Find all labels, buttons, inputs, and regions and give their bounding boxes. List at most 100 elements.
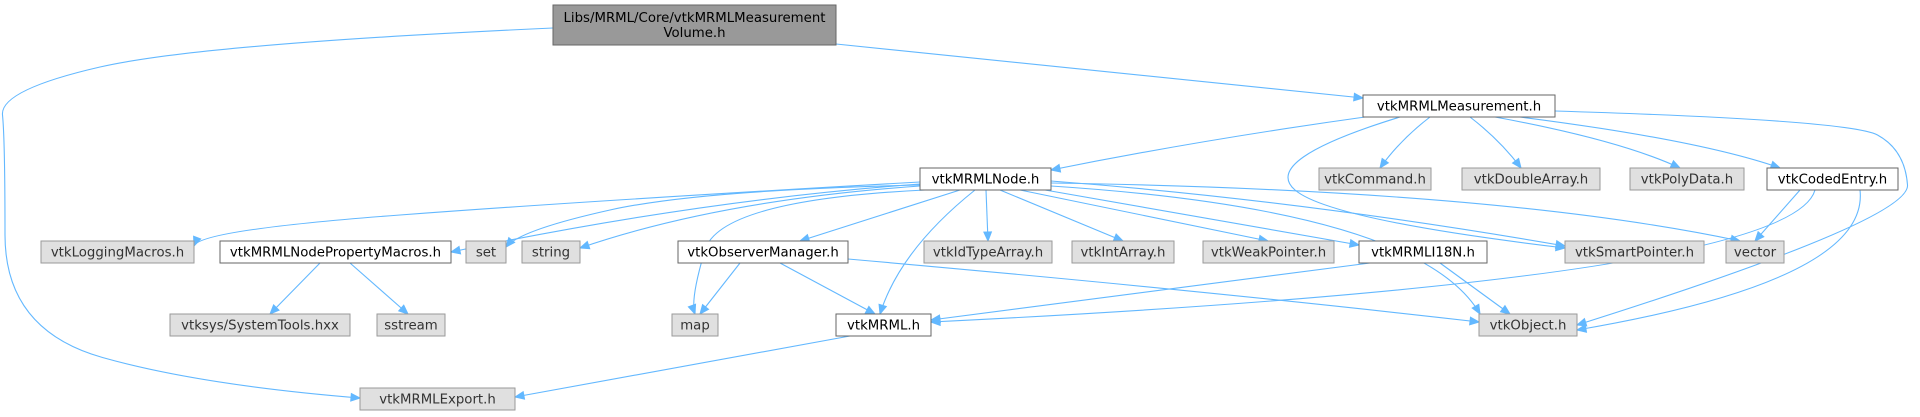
edge-measurement-to-command <box>1379 116 1431 170</box>
node-doublearray: vtkDoubleArray.h <box>1461 167 1601 191</box>
node-codedentry[interactable]: vtkCodedEntry.h <box>1766 167 1899 191</box>
edge-measurement-to-node <box>1049 116 1366 173</box>
node-label[interactable]: vtkMRMLNode.h <box>932 173 1040 188</box>
node-mrml[interactable]: vtkMRML.h <box>835 313 932 337</box>
node-box[interactable] <box>1362 94 1556 118</box>
edge-root-to-mrmlexport <box>1 27 554 402</box>
node-map: map <box>671 313 719 337</box>
node-i18n[interactable]: vtkMRMLI18N.h <box>1358 240 1488 264</box>
node-label[interactable]: vtkMRMLNodePropertyMacros.h <box>230 246 441 261</box>
node-box <box>169 313 351 337</box>
edge-node-to-idtypearray <box>983 189 993 243</box>
node-label[interactable]: vtkCodedEntry.h <box>1778 173 1887 188</box>
node-idtypearray: vtkIdTypeArray.h <box>923 240 1053 264</box>
node-set: set <box>465 240 507 264</box>
edge-node-to-vector <box>1050 182 1742 244</box>
node-box[interactable] <box>1766 167 1899 191</box>
node-weakpointer: vtkWeakPointer.h <box>1202 240 1335 264</box>
node-propertymacros[interactable]: vtkMRMLNodePropertyMacros.h <box>219 240 452 264</box>
edge-measurement-to-polydata <box>1494 116 1682 169</box>
edge-measurement-to-doublearray <box>1469 116 1522 170</box>
node-object: vtkObject.h <box>1478 313 1578 337</box>
edge-arrowhead <box>1471 303 1481 316</box>
node-label[interactable]: Volume.h <box>663 26 725 41</box>
edge-node-to-string <box>578 185 921 250</box>
node-box <box>671 313 719 337</box>
node-box <box>521 240 581 264</box>
node-box <box>1071 240 1175 264</box>
edge-arrowhead <box>1379 157 1390 170</box>
node-box[interactable] <box>835 313 932 337</box>
edge-arrowhead <box>878 303 888 316</box>
edge-arrowhead <box>269 304 280 315</box>
edge-arrowhead <box>1049 163 1062 173</box>
node-label: vtksys/SystemTools.hxx <box>181 319 339 334</box>
edge-node-to-observermanager <box>798 189 961 243</box>
node-label: map <box>680 319 710 334</box>
node-label: vtkSmartPointer.h <box>1575 246 1694 261</box>
node-box <box>1318 167 1432 191</box>
node-smartpointer: vtkSmartPointer.h <box>1564 240 1705 264</box>
edge-arrowhead <box>1469 316 1481 326</box>
edge-arrowhead <box>1575 317 1588 327</box>
edge-node-to-object <box>1050 185 1481 316</box>
edge-arrowhead <box>1554 239 1567 249</box>
node-label: vtkLoggingMacros.h <box>51 246 184 261</box>
node-box[interactable] <box>1358 240 1488 264</box>
node-box <box>1564 240 1705 264</box>
node-box[interactable] <box>919 167 1052 191</box>
node-label: string <box>532 246 570 261</box>
edge-observermanager-to-object <box>847 258 1481 326</box>
node-label[interactable]: vtkMRML.h <box>847 319 920 334</box>
edge-arrowhead <box>350 392 362 402</box>
edge-arrowhead <box>1754 230 1765 242</box>
node-label[interactable]: vtkMRMLMeasurement.h <box>1377 100 1541 115</box>
node-label: set <box>476 246 496 261</box>
edge-observermanager-to-mrml <box>779 262 877 315</box>
edge-arrowhead <box>864 305 877 315</box>
node-box[interactable] <box>552 4 837 46</box>
edge-arrowhead <box>1112 233 1125 242</box>
edge-node-to-smartpointer <box>1050 180 1567 249</box>
edge-arrowhead <box>1353 92 1365 102</box>
node-box <box>1461 167 1601 191</box>
edge-node-to-loggingmacros <box>193 181 921 248</box>
node-label: vtkObject.h <box>1490 319 1567 334</box>
node-box <box>40 240 195 264</box>
node-root[interactable]: Libs/MRML/Core/vtkMRMLMeasurementVolume.… <box>552 4 837 46</box>
node-observermanager[interactable]: vtkObserverManager.h <box>677 240 849 264</box>
edge-propertymacros-to-systemtools <box>269 262 321 315</box>
node-loggingmacros: vtkLoggingMacros.h <box>40 240 195 264</box>
node-label: vector <box>1734 246 1777 261</box>
node-label[interactable]: Libs/MRML/Core/vtkMRMLMeasurement <box>564 11 826 26</box>
node-box[interactable] <box>219 240 452 264</box>
edge-node-to-mrml <box>878 189 976 316</box>
node-label: vtkIntArray.h <box>1081 246 1166 261</box>
node-label[interactable]: vtkObserverManager.h <box>687 246 839 261</box>
node-label: vtkMRMLExport.h <box>379 393 496 408</box>
node-label[interactable]: vtkMRMLI18N.h <box>1371 246 1475 261</box>
edge-arrowhead <box>687 303 697 316</box>
node-box[interactable] <box>677 240 849 264</box>
edge-arrowhead <box>929 314 942 324</box>
edge-i18n-to-object <box>1439 262 1512 315</box>
node-box <box>923 240 1053 264</box>
nodes-layer: Libs/MRML/Core/vtkMRMLMeasurementVolume.… <box>40 4 1899 411</box>
node-measurement[interactable]: vtkMRMLMeasurement.h <box>1362 94 1556 118</box>
edge-arrowhead <box>1669 159 1682 169</box>
node-label: vtkPolyData.h <box>1641 173 1733 188</box>
node-sstream: sstream <box>376 313 446 337</box>
edge-arrowhead <box>1348 238 1361 248</box>
node-string: string <box>521 240 581 264</box>
edge-arrowhead <box>449 245 462 255</box>
node-box <box>1478 313 1578 337</box>
node-box <box>1629 167 1745 191</box>
node-node[interactable]: vtkMRMLNode.h <box>919 167 1052 191</box>
node-box <box>465 240 507 264</box>
edge-arrowhead <box>983 231 993 243</box>
node-systemtools: vtksys/SystemTools.hxx <box>169 313 351 337</box>
edge-measurement-to-object <box>1554 110 1909 327</box>
edge-codedentry-to-vector <box>1754 189 1801 242</box>
node-label: vtkDoubleArray.h <box>1474 173 1588 188</box>
